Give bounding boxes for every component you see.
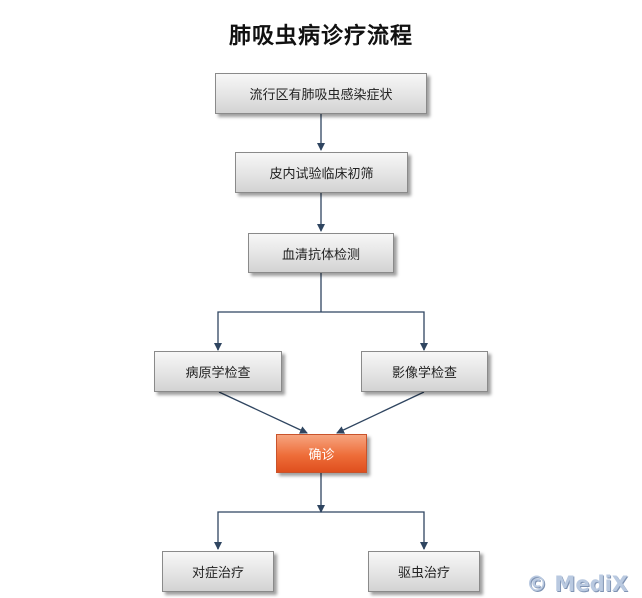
node-symptomatic-treatment: 对症治疗 [162, 551, 274, 592]
diagram-title: 肺吸虫病诊疗流程 [228, 24, 413, 49]
node-antiparasitic-treatment: 驱虫治疗 [368, 551, 480, 592]
watermark: © MediX [526, 572, 628, 596]
edge-imaging-to-diagnosis [336, 391, 425, 434]
node-imaging: 影像学检查 [361, 351, 488, 392]
edge-split-horizontal [217, 311, 425, 350]
node-pathology: 病原学检查 [154, 351, 282, 392]
node-skin-test: 皮内试验临床初筛 [235, 152, 408, 193]
edge-treatment-split [217, 511, 425, 549]
node-symptoms: 流行区有肺吸虫感染症状 [215, 73, 427, 114]
edge-pathology-to-diagnosis [218, 391, 308, 434]
node-serology: 血清抗体检测 [248, 233, 394, 273]
node-diagnosis: 确诊 [276, 434, 367, 473]
